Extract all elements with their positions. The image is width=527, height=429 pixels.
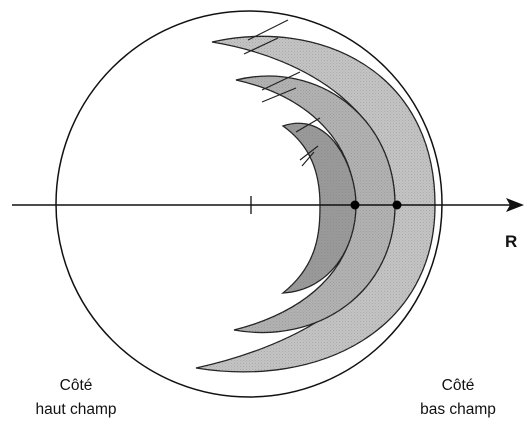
right-label-line1: Côté bbox=[442, 377, 475, 394]
left-label-line1: Côté bbox=[60, 377, 93, 394]
left-label-line2: haut champ bbox=[36, 401, 117, 418]
intersection-dot-outer bbox=[393, 201, 402, 210]
intersection-dot-inner bbox=[351, 201, 360, 210]
right-label-line2: bas champ bbox=[420, 401, 496, 418]
r-axis-label: R bbox=[505, 232, 517, 251]
